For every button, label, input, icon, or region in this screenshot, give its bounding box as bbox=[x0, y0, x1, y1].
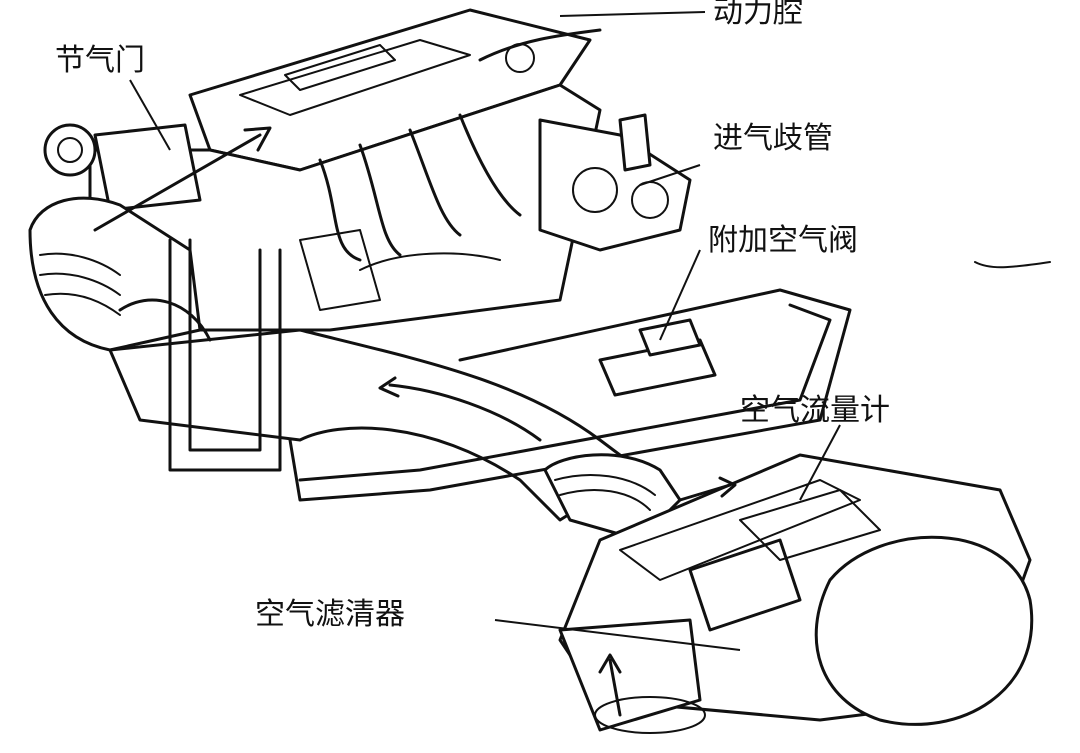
label-air-cleaner: 空气滤清器 bbox=[255, 597, 405, 632]
leader-air-cleaner bbox=[494, 619, 741, 651]
stray-mark bbox=[974, 261, 1051, 269]
leader-lines bbox=[129, 11, 1051, 651]
label-plenum: 动力腔 bbox=[713, 0, 803, 30]
label-intake-manifold: 进气歧管 bbox=[713, 121, 833, 156]
engine-block bbox=[43, 8, 692, 332]
intake-hose bbox=[28, 196, 852, 522]
label-air-flow-meter: 空气流量计 bbox=[740, 393, 890, 428]
leader-air-flow-meter bbox=[799, 424, 841, 501]
air-cleaner-assembly bbox=[543, 453, 1034, 734]
leader-plenum bbox=[559, 11, 706, 17]
leader-intake-manifold bbox=[639, 164, 701, 186]
label-aux-air-valve: 附加空气阀 bbox=[708, 223, 858, 258]
airflow-arrows bbox=[93, 126, 737, 717]
leader-throttle bbox=[129, 79, 171, 151]
label-throttle: 节气门 bbox=[55, 43, 145, 78]
leader-aux-air-valve bbox=[659, 249, 701, 341]
